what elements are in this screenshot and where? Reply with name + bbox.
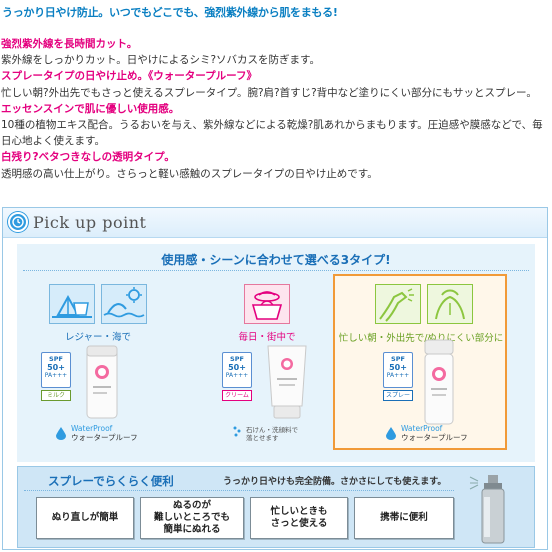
usage-label: レジャー・海で [64,332,132,343]
usage-label: 毎日・街中で [238,332,296,343]
section-2-heading: スプレータイプの日やけ止め。《ウォータープルーフ》 [1,70,257,83]
headline: うっかり日やけ防止。いつでもどこでも、強烈紫外線から肌をまもる! [2,6,338,19]
product-copy: 強烈紫外線を長時間カット。 紫外線をしっかりカット。日やけによるシミ?ソバカスを… [1,36,551,182]
clock-icon [8,212,28,232]
section-3-body: 10種の植物エキス配合。うるおいを与え、紫外線などによる乾燥?肌あれからまもりま… [1,119,543,148]
tent-icon [49,284,95,324]
soap-drops-icon [233,426,241,437]
benefits-divider [24,490,454,491]
waterproof-label: WaterProof ウォータープルーフ [401,424,468,442]
pickup-title: Pick up point [33,213,147,232]
type-spray: 忙しい朝・外出先で/ぬりにくい部分に SPF 50+ PA+++ スプレー Wa… [333,274,507,450]
water-drop-icon [56,427,66,440]
spf-badge: SPF 50+ PA+++ [41,352,71,388]
spray-bottle [424,339,454,425]
water-drop-icon [386,427,396,440]
usage-label: 忙しい朝・外出先で/ぬりにくい部分に [338,333,504,344]
spray-benefits-panel: スプレーでらくらく便利 うっかり日やけも完全防備。さかさにしても使えます。 ぬり… [17,466,535,548]
milk-bottle [86,345,118,419]
arm-spray-icon [375,284,421,324]
cream-tube [267,345,307,419]
form-tag: クリーム [222,390,252,401]
spf-badge: SPF 50+ PA+++ [383,352,413,388]
section-3-heading: エッセンスインで肌に優しい使用感。 [1,102,180,115]
benefit-card: 携帯に便利 [354,497,454,539]
section-4-heading: 白残り?ベタつきなしの透明タイプ。 [1,151,175,164]
handbag-icon [244,284,290,324]
benefit-card: ぬり直しが簡単 [36,497,134,539]
types-panel: 使用感・シーンに合わせて選べる3タイプ! レジャー・海で SPF 50+ PA+… [17,244,535,462]
panel-title: 使用感・シーンに合わせて選べる3タイプ! [161,253,391,267]
benefits-subtitle: うっかり日やけも完全防備。さかさにしても使えます。 [223,477,447,487]
pickup-box: Pick up point 使用感・シーンに合わせて選べる3タイプ! レジャー・… [2,207,548,550]
section-1-body: 紫外線をしっかりカット。日やけによるシミ?ソバカスを防ぎます。 [1,54,320,67]
soap-note: 石けん・洗顔料で 落とせます [246,426,298,442]
pickup-header: Pick up point [3,208,547,238]
section-4-body: 透明感の高い仕上がり。さらっと軽い感触のスプレータイプの日やけ止めです。 [1,167,378,180]
spf-badge: SPF 50+ PA+++ [222,352,252,388]
benefit-card: ぬるのが 難しいところでも 簡単にぬれる [140,497,244,539]
beach-icon [101,284,147,324]
benefit-card: 忙しいときも さっと使える [250,497,348,539]
section-1-heading: 強烈紫外線を長時間カット。 [1,38,138,50]
benefits-title: スプレーでらくらく便利 [48,474,174,488]
form-tag: ミルク [41,390,71,401]
type-cream: 毎日・街中で SPF 50+ PA+++ クリーム 石けん・洗顔料で 落とせます [192,274,360,452]
type-milk: レジャー・海で SPF 50+ PA+++ ミルク WaterProof ウォー… [23,274,191,452]
waterproof-label: WaterProof ウォータープルーフ [71,424,138,442]
form-tag: スプレー [383,390,413,401]
shoulder-icon [427,284,473,324]
section-2-body: 忙しい朝?外出先でもさっと使えるスプレータイプ。腕?肩?首すじ?背中など塗りにく… [1,86,537,99]
spray-can-icon [469,475,505,544]
panel-divider [23,270,529,271]
